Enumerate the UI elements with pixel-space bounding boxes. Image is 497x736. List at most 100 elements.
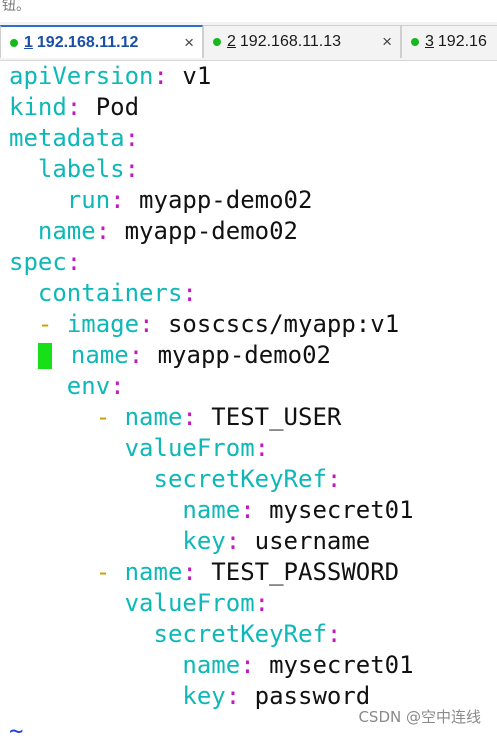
top-strip: 钮。: [0, 0, 497, 22]
yaml-key: secretKeyRef: [153, 465, 327, 493]
code-line: secretKeyRef:: [9, 619, 342, 650]
code-line: containers:: [9, 278, 197, 309]
yaml-value: myapp-demo02: [143, 341, 331, 369]
yaml-key: apiVersion: [9, 62, 154, 90]
yaml-value: username: [240, 527, 371, 555]
list-dash: -: [66, 403, 125, 431]
code-line: name: myapp-demo02: [9, 216, 298, 247]
yaml-colon: :: [240, 496, 255, 524]
yaml-value: myapp-demo02: [110, 217, 298, 245]
yaml-colon: :: [110, 186, 125, 214]
code-line: run: myapp-demo02: [9, 185, 313, 216]
connected-status-icon: [213, 38, 221, 46]
indent: [9, 217, 38, 245]
yaml-colon: :: [153, 62, 168, 90]
indent: [9, 279, 38, 307]
indent: [9, 403, 67, 431]
code-line: spec:: [9, 247, 81, 278]
yaml-key: key: [182, 527, 226, 555]
yaml-colon: :: [124, 155, 140, 183]
yaml-colon: :: [225, 527, 241, 555]
yaml-key: name: [182, 496, 241, 524]
code-line: - image: soscscs/myapp:v1: [9, 309, 399, 340]
list-dash: -: [66, 558, 125, 586]
text-cursor: [37, 343, 52, 369]
indent: [9, 527, 182, 555]
code-line: valueFrom:: [9, 588, 270, 619]
indent: [9, 186, 67, 214]
indent: [9, 465, 154, 493]
yaml-colon: :: [254, 589, 270, 617]
indent: [9, 155, 38, 183]
yaml-key: secretKeyRef: [153, 620, 327, 648]
empty-line-tilde: ~: [9, 717, 24, 736]
tab-label: 192.168.11.12: [36, 33, 139, 51]
code-line: valueFrom:: [9, 433, 270, 464]
yaml-key: run: [66, 186, 111, 214]
indent: [9, 682, 182, 710]
code-line: name: mysecret01: [9, 495, 414, 526]
code-line: apiVersion: v1: [9, 61, 211, 92]
code-line: secretKeyRef:: [9, 464, 342, 495]
code-line: name: myapp-demo02: [9, 340, 331, 371]
yaml-value: TEST_PASSWORD: [196, 558, 400, 586]
yaml-colon: :: [182, 558, 197, 586]
yaml-value: TEST_USER: [196, 403, 342, 431]
watermark: CSDN @空中连线: [358, 708, 481, 726]
yaml-key: metadata: [9, 124, 125, 152]
yaml-value: mysecret01: [254, 496, 414, 524]
yaml-colon: :: [66, 93, 82, 121]
tab-number: 3: [425, 33, 434, 50]
yaml-key: valueFrom: [124, 589, 255, 617]
session-tab-2[interactable]: 2 192.168.11.13 ×: [203, 25, 401, 58]
code-line: key: username: [9, 526, 370, 557]
code-line: - name: TEST_USER: [9, 402, 342, 433]
yaml-key: name: [124, 558, 183, 586]
indent: [9, 434, 125, 462]
yaml-value: v1: [167, 62, 212, 90]
yaml-value: mysecret01: [254, 651, 414, 679]
yaml-colon: :: [225, 682, 241, 710]
cropped-text-fragment: 钮。: [2, 0, 30, 14]
indent: [9, 496, 182, 524]
close-icon[interactable]: ×: [184, 32, 194, 52]
code-line: key: password: [9, 681, 370, 712]
yaml-key: name: [124, 403, 183, 431]
yaml-colon: :: [254, 434, 270, 462]
yaml-colon: :: [182, 279, 197, 307]
list-dash: -: [37, 310, 67, 338]
tab-number: 1: [24, 33, 33, 51]
yaml-colon: :: [182, 403, 197, 431]
code-line: metadata:: [9, 123, 139, 154]
session-tab-1[interactable]: 1 192.168.11.12 ×: [0, 25, 203, 58]
tab-label: 192.16: [437, 33, 487, 50]
code-line: - name: TEST_PASSWORD: [9, 557, 399, 588]
yaml-key: name: [37, 217, 96, 245]
yaml-colon: :: [110, 372, 125, 400]
yaml-key: image: [66, 310, 140, 338]
session-tab-3[interactable]: 3 192.16: [401, 25, 497, 58]
yaml-colon: :: [95, 217, 111, 245]
code-line: env:: [9, 371, 125, 402]
indent: [9, 372, 67, 400]
yaml-value: myapp-demo02: [124, 186, 313, 214]
yaml-colon: :: [124, 124, 140, 152]
yaml-value: password: [240, 682, 371, 710]
indent: [9, 341, 38, 369]
yaml-key: key: [182, 682, 226, 710]
indent: [9, 310, 38, 338]
code-line: labels:: [9, 154, 139, 185]
yaml-key: valueFrom: [124, 434, 255, 462]
yaml-key: name: [182, 651, 241, 679]
session-tab-bar: 1 192.168.11.12 × 2 192.168.11.13 × 3 19…: [0, 22, 497, 61]
code-line: kind: Pod: [9, 92, 139, 123]
yaml-key: kind: [9, 93, 67, 121]
yaml-colon: :: [128, 341, 144, 369]
close-icon[interactable]: ×: [382, 32, 392, 51]
yaml-key: spec: [9, 248, 67, 276]
yaml-value: Pod: [81, 93, 140, 121]
code-line: name: mysecret01: [9, 650, 414, 681]
yaml-colon: :: [66, 248, 82, 276]
